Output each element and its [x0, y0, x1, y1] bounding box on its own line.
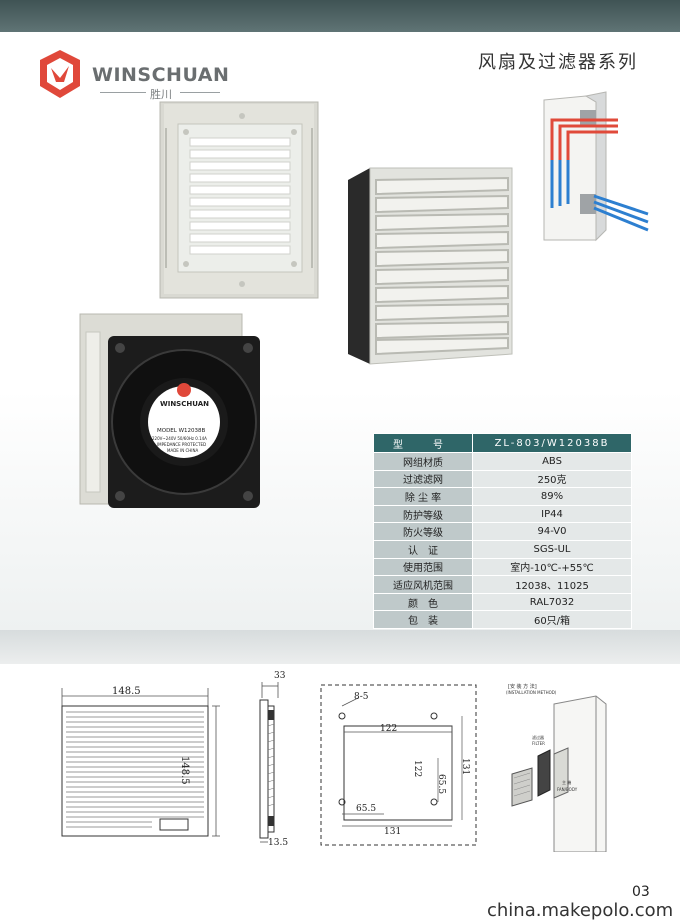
- brand-sub-line-right: [180, 92, 220, 93]
- cutout-hole-dim: 8-5: [354, 692, 369, 702]
- spec-label: 网组材质: [373, 452, 473, 471]
- table-row: 使用范围室内-10℃-+55℃: [373, 557, 632, 577]
- cutout-inner-h-dim: 122: [412, 760, 422, 778]
- spec-value: SGS-UL: [472, 539, 632, 559]
- spec-label: 认 证: [373, 539, 473, 559]
- spec-label: 适应风机范围: [373, 575, 473, 594]
- spec-label: 除 尘 率: [373, 487, 473, 506]
- fan-label-voltage: 220V~240V 50/60Hz 0.14A: [152, 436, 207, 441]
- spec-value: 12038、11025: [472, 575, 632, 594]
- watermark-text: china.makepolo.com: [487, 900, 674, 921]
- fan-unit-photo: [79, 313, 260, 508]
- install-method-drawing: [511, 695, 607, 852]
- spec-value: 89%: [472, 487, 632, 506]
- divider-band: [0, 630, 680, 664]
- spec-label: 使用范围: [373, 557, 473, 577]
- spec-value: RAL7032: [472, 592, 632, 612]
- install-title: [安 装 方 法]: [508, 684, 537, 690]
- side-flange-dim: 13.5: [268, 838, 289, 848]
- spec-label: 防火等级: [373, 522, 473, 541]
- spec-header-label: 型 号: [373, 433, 473, 453]
- filter-front-photo: [159, 101, 319, 299]
- spec-label: 颜 色: [373, 592, 473, 612]
- spec-value: 94-V0: [472, 522, 632, 541]
- install-filter-cn: 滤过器: [532, 735, 544, 740]
- cutout-outer-w-dim: 131: [384, 827, 402, 837]
- spec-label: 包 装: [373, 610, 473, 629]
- cutout-inner-w-dim: 122: [380, 724, 398, 734]
- front-view-drawing: [61, 688, 220, 837]
- brand-sub-line-left: [100, 92, 146, 93]
- cutout-outer-h-dim: 131: [460, 758, 470, 776]
- spec-header-value: ZL-803/W12038B: [472, 433, 632, 453]
- spec-label: 过滤滤网: [373, 469, 473, 489]
- brand-name: WINSCHUAN: [92, 64, 230, 86]
- fan-label-brand: WINSCHUAN: [160, 400, 209, 408]
- cutout-half-w-dim: 65.5: [356, 804, 377, 814]
- top-banner: [0, 0, 680, 32]
- spec-value: 250克: [472, 469, 632, 489]
- install-fan-en: FAN/BODY: [557, 787, 578, 792]
- brand-logo-icon: [40, 50, 80, 98]
- install-title-en: (INSTALLATION METHOD): [506, 690, 557, 695]
- airflow-cabinet-illustration: [543, 91, 649, 242]
- install-fan-cn: 主 機: [562, 780, 572, 785]
- front-height-dim: 148.5: [179, 756, 190, 785]
- spec-table-header: 型 号 ZL-803/W12038B: [373, 433, 632, 453]
- fan-label-protect: IMPEDANCE PROTECTED: [157, 442, 207, 447]
- page-number: 03: [632, 884, 650, 900]
- spec-label: 防护等级: [373, 504, 473, 524]
- spec-value: 室内-10℃-+55℃: [472, 557, 632, 577]
- install-filter-en: FILTER: [532, 741, 545, 746]
- cutout-drawing: [320, 684, 477, 846]
- spec-value: 60只/箱: [472, 610, 632, 629]
- cutout-half-h-dim: 65.5: [436, 774, 446, 795]
- brand-sub: 胜川: [150, 88, 172, 101]
- series-title: 风扇及过滤器系列: [478, 52, 638, 73]
- louver-grille-photo: [348, 167, 513, 365]
- fan-label-origin: MADE IN CHINA: [167, 448, 199, 453]
- side-depth-dim: 33: [274, 671, 286, 681]
- front-width-dim: 148.5: [112, 686, 141, 697]
- spec-value: ABS: [472, 452, 632, 471]
- fan-label-model: MODEL W12038B: [157, 428, 206, 434]
- side-view-drawing: [259, 682, 279, 843]
- spec-value: IP44: [472, 504, 632, 524]
